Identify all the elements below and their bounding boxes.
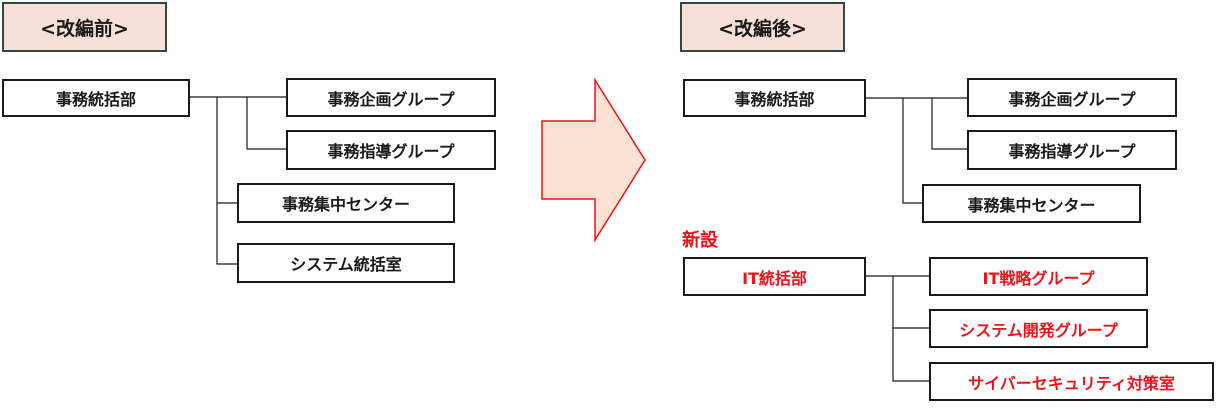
before-child-box-1: 事務企画グループ	[286, 78, 496, 117]
after-child-box-2: 事務指導グループ	[967, 130, 1177, 170]
after-header-label: <改編後>	[718, 17, 807, 40]
new-parent-label: IT統括部	[742, 268, 807, 288]
new-child-box-1: IT戦略グループ	[929, 257, 1148, 296]
connector-before-child2	[246, 97, 286, 150]
before-child-label-2: 事務指導グループ	[327, 142, 455, 161]
right-arrow-icon	[541, 78, 646, 242]
new-child-box-3: サイバーセキュリティ対策室	[929, 362, 1214, 401]
after-child-box-1: 事務企画グループ	[967, 78, 1177, 117]
before-parent-label: 事務統括部	[55, 90, 136, 109]
after-child-box-3: 事務集中センター	[922, 184, 1141, 223]
connector-after-child2	[931, 98, 967, 150]
before-parent-box: 事務統括部	[2, 79, 190, 117]
new-child-box-2: システム開発グループ	[929, 309, 1148, 348]
after-child-label-1: 事務企画グループ	[1008, 89, 1136, 109]
before-child-label-4: システム統括室	[290, 255, 402, 274]
after-parent-box: 事務統括部	[683, 79, 866, 117]
before-child-box-2: 事務指導グループ	[286, 130, 496, 170]
new-child-label-3: サイバーセキュリティ対策室	[968, 373, 1175, 393]
before-child-label-3: 事務集中センター	[281, 195, 410, 214]
after-parent-label: 事務統括部	[734, 90, 815, 109]
new-parent-box: IT統括部	[683, 257, 866, 296]
connector-before-trunk	[216, 97, 237, 265]
before-header-label: <改編前>	[40, 17, 129, 40]
before-child-box-4: システム統括室	[237, 243, 455, 283]
before-header: <改編前>	[2, 2, 167, 52]
before-child-label-1: 事務企画グループ	[327, 89, 455, 109]
after-header: <改編後>	[680, 2, 845, 52]
new-child-label-2: システム開発グループ	[959, 320, 1118, 340]
connector-after-child3	[902, 98, 922, 204]
after-child-label-3: 事務集中センター	[967, 195, 1096, 215]
new-established-label: 新設	[682, 230, 718, 251]
after-child-label-2: 事務指導グループ	[1008, 142, 1136, 161]
new-child-label-1: IT戦略グループ	[982, 268, 1095, 288]
before-child-box-3: 事務集中センター	[237, 183, 455, 223]
connector-new-trunk	[892, 276, 929, 382]
